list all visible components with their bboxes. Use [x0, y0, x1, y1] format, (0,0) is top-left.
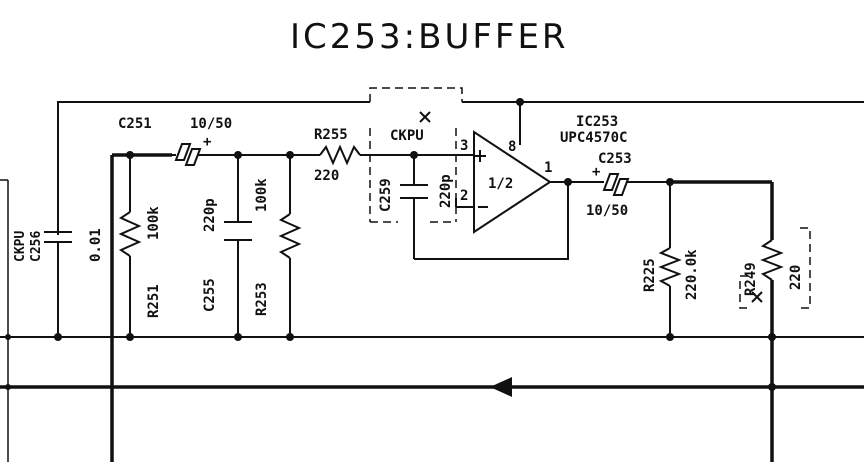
capacitor-c255 [224, 151, 252, 341]
left-edge-wires [0, 179, 9, 462]
pin-noninv: 3 [460, 138, 468, 154]
c259-ref: C259 [378, 178, 394, 212]
r253-value: 100k [254, 178, 270, 212]
ic253-ref: IC253 [576, 114, 618, 130]
c255-ref: C255 [202, 278, 218, 312]
input-wire [110, 151, 172, 462]
pin-out: 1 [544, 160, 552, 176]
c255-value: 220p [202, 198, 218, 232]
schematic-title: IC253:BUFFER [290, 17, 569, 57]
c253-ref: C253 [598, 151, 632, 167]
resistor-r225 [658, 182, 682, 341]
resistor-r255 [292, 144, 470, 166]
r253-ref: R253 [254, 282, 270, 316]
return-bus [0, 377, 864, 397]
capacitor-c251 [172, 143, 292, 166]
r249-value: 220 [788, 265, 804, 290]
c256-tag: CKPU [13, 231, 28, 262]
resistor-r251 [118, 155, 142, 341]
r251-value: 100k [146, 206, 162, 240]
c251-polarity: + [203, 134, 211, 150]
r225-value: 220.0k [684, 249, 700, 300]
output-feedback-wire [414, 178, 604, 260]
capacitor-c253 [602, 173, 772, 196]
r249-ref: R249 [743, 262, 759, 296]
c253-polarity: + [592, 164, 600, 180]
ckpu-box-label: CKPU [390, 128, 424, 144]
c251-ref: C251 [118, 116, 152, 132]
pin-inv: 2 [460, 188, 468, 204]
capacitor-c259 [400, 151, 428, 259]
c259-value: 220p [438, 174, 454, 208]
c251-value: 10/50 [190, 116, 232, 132]
c256-ref: C256 [29, 231, 44, 262]
r225-ref: R225 [642, 258, 658, 292]
r255-ref: R255 [314, 127, 348, 143]
ic253-unit: 1/2 [488, 176, 513, 192]
c256-value: 0.01 [88, 228, 104, 262]
signal-direction-arrow [490, 377, 512, 397]
ic253-part: UPC4570C [560, 130, 627, 146]
opamp-ic253 [455, 130, 552, 234]
ckpu-dashed-box [369, 87, 463, 223]
resistor-r253 [278, 151, 302, 341]
c253-value: 10/50 [586, 203, 628, 219]
r251-ref: R251 [146, 284, 162, 318]
capacitor-c256 [44, 231, 72, 341]
resistor-r249 [739, 182, 811, 462]
r255-value: 220 [314, 168, 339, 184]
pin-vcc: 8 [508, 139, 516, 155]
ground-bus [0, 334, 864, 340]
top-wire [57, 98, 864, 235]
